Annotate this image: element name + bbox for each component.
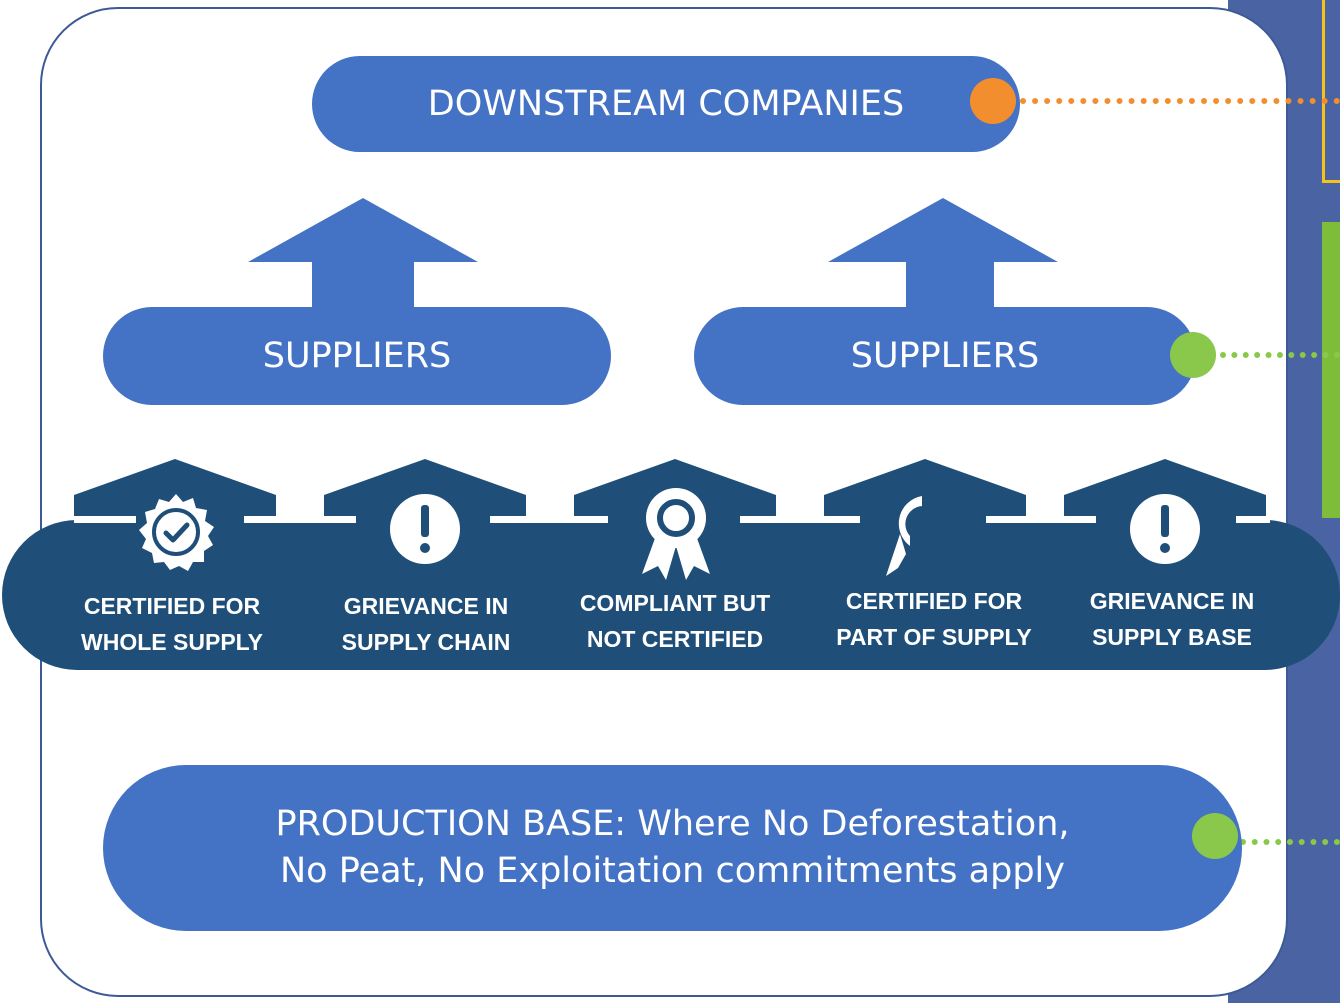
exclamation-icon <box>1130 494 1200 564</box>
band-gap-bar <box>490 516 608 523</box>
green-dotted-connector-production <box>1240 839 1340 845</box>
status-arrow-2 <box>324 459 526 526</box>
band-gap-bar <box>244 516 356 523</box>
downstream-companies-node: DOWNSTREAM COMPANIES <box>312 56 1020 152</box>
suppliers-node-right: SUPPLIERS <box>694 307 1196 405</box>
green-dotted-connector-suppliers <box>1220 352 1340 358</box>
orange-dotted-connector <box>1020 98 1340 104</box>
up-arrow-left <box>248 198 478 310</box>
band-gap-bar <box>986 516 1096 523</box>
production-base-node: PRODUCTION BASE: Where No Deforestation,… <box>103 765 1242 931</box>
band-gap-bar <box>74 516 136 523</box>
status-arrow-1 <box>74 459 276 526</box>
up-arrow-right <box>828 198 1058 310</box>
green-connector-dot-suppliers <box>1170 332 1216 378</box>
status-arrow-5 <box>1064 459 1266 526</box>
exclamation-icon <box>390 494 460 564</box>
orange-connector-dot <box>970 78 1016 124</box>
suppliers-node-left: SUPPLIERS <box>103 307 611 405</box>
band-gap-bar <box>1236 516 1270 523</box>
orange-legend-frame <box>1322 0 1340 183</box>
status-arrow-4 <box>824 459 1026 526</box>
band-gap-bar <box>740 516 860 523</box>
award-ribbon-icon <box>642 488 710 580</box>
green-connector-dot-production <box>1192 813 1238 859</box>
partial-award-ribbon-icon <box>886 496 922 576</box>
certified-badge-icon <box>139 494 214 571</box>
green-legend-frame <box>1322 222 1340 518</box>
